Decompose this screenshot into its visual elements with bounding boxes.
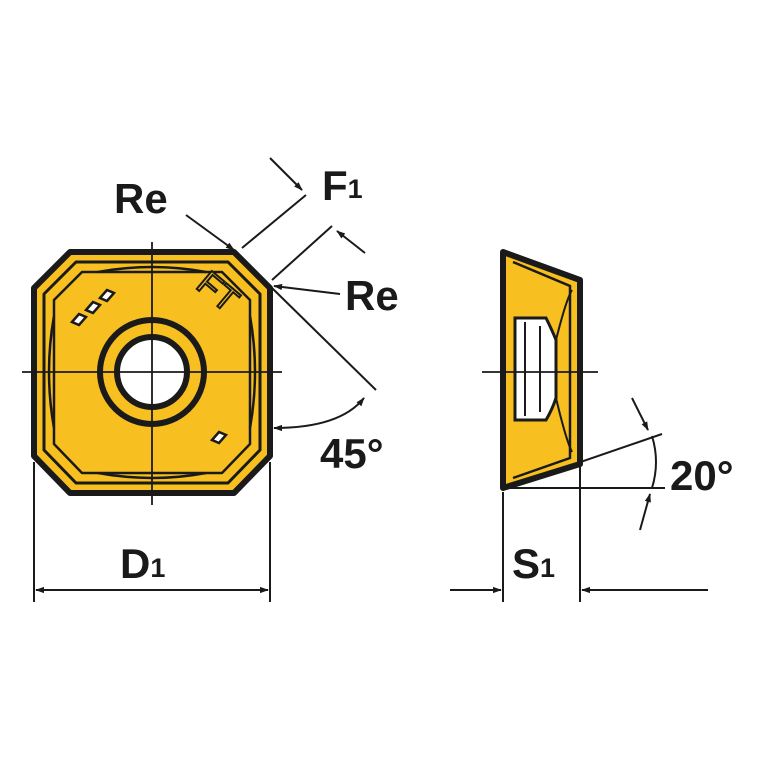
d1-label: D1 [120,540,165,587]
s1-dimension: S1 [450,466,708,602]
angle-20-flank-line [504,433,663,489]
angle-45-arc [273,397,365,432]
edge-land-inner [52,270,252,475]
f1-dimension: F1 [241,157,366,281]
angle-20-arrow-bottom [639,493,651,531]
angle-20-arc [651,435,657,489]
f1-extension-1 [241,194,307,249]
side-counterbore [555,289,573,341]
f1-extension-2 [271,225,333,281]
re-right-leader [273,283,341,295]
s1-label: S1 [512,540,555,587]
insert-front-view: FT [22,242,282,505]
re-top-label: Re [114,175,168,222]
f1-arrow-a [269,157,303,191]
angle-45-extension [271,287,377,391]
d1-dimension: D1 [33,462,271,602]
insert-side-view [482,249,598,491]
f1-label: F1 [322,162,363,209]
re-right-callout: Re [273,272,399,319]
angle-20-label: 20° [670,452,734,499]
edge-land-outer [42,260,262,485]
side-hole-section [513,316,558,422]
grade-marks [69,288,229,445]
re-top-callout: Re [114,175,235,251]
re-top-leader [185,214,235,251]
f1-arrow-b [336,230,366,254]
angle-45-label: 45° [320,430,384,477]
side-counterbore-2 [555,397,573,453]
angle-20-dimension: 20° [504,397,734,531]
angle-45-dimension: 45° [271,287,384,477]
angle-20-arrow-top [631,397,649,431]
re-right-label: Re [345,272,399,319]
